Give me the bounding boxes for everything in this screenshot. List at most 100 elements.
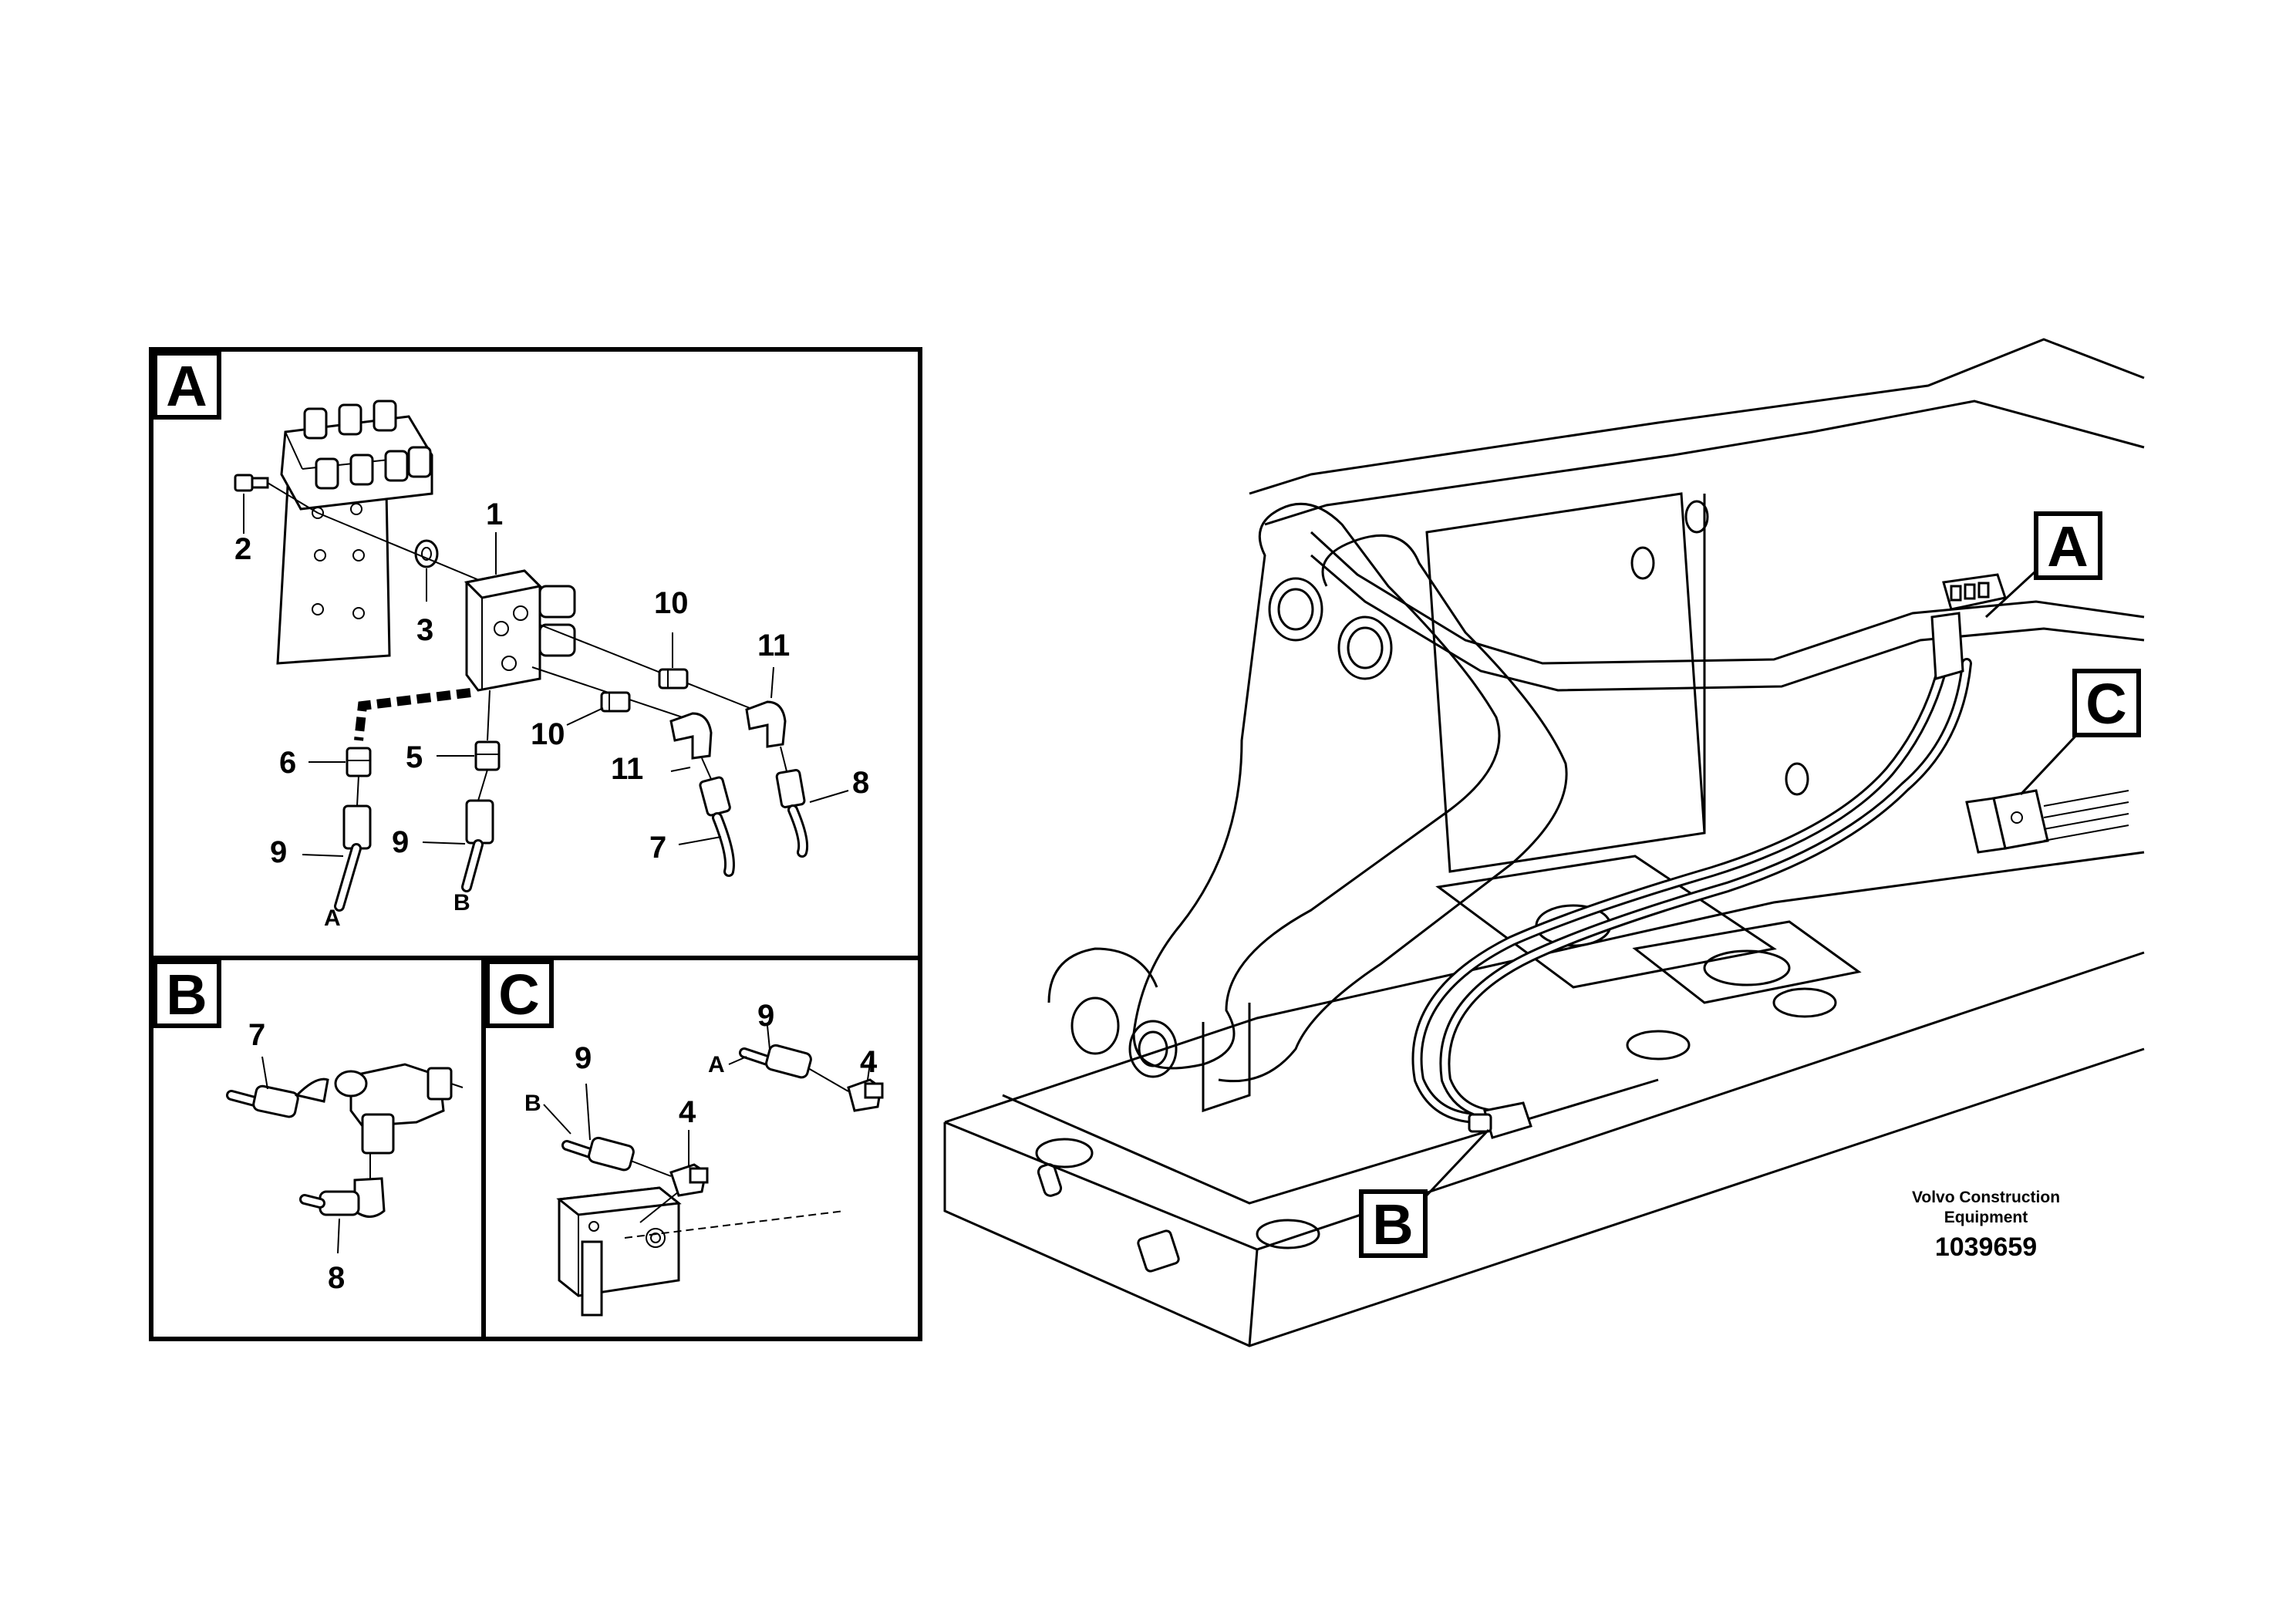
ref-b-leader xyxy=(1421,1128,1490,1201)
panel-a-letter-box xyxy=(153,351,221,420)
hose-end-a-label: A xyxy=(324,905,341,931)
main-frame-view: A C B xyxy=(943,338,2145,1347)
screw-part-2 xyxy=(234,474,269,492)
upper-frame-edge xyxy=(1249,338,2145,495)
ref-b-letter: B xyxy=(1372,1192,1413,1256)
screw-leader xyxy=(267,482,319,514)
hydraulic-hose-route-2 xyxy=(1439,658,1972,1120)
chassis-slot xyxy=(1037,1163,1063,1197)
cylinder-pin-hole xyxy=(1128,1020,1178,1078)
grille-plate xyxy=(2043,790,2129,841)
callout-c4b-leader xyxy=(867,1052,872,1081)
callout-c9a-leader xyxy=(585,1083,591,1141)
assembly-axis xyxy=(317,512,494,587)
chassis-top-edge xyxy=(944,851,2145,1124)
end-b-leader xyxy=(543,1104,571,1135)
end-a-leader xyxy=(728,1056,747,1065)
elbow-part-4-right xyxy=(847,1078,884,1112)
plate-hole xyxy=(352,607,365,619)
cylinder-pin-hole xyxy=(1070,996,1120,1055)
chassis-cover xyxy=(1137,1229,1180,1273)
boom-pin-hole xyxy=(1337,615,1393,680)
chassis-bracket xyxy=(1202,1003,1251,1113)
frame-mounted-coupler xyxy=(1468,1101,1532,1139)
cylinder-bracket xyxy=(1047,947,1158,1003)
callout-10-upper: 10 xyxy=(654,586,689,620)
hose-end-a-label-c: A xyxy=(708,1052,725,1077)
callout-7-leader xyxy=(678,836,722,845)
callout-c4b: 4 xyxy=(860,1045,878,1079)
hose-part-9-a xyxy=(334,775,372,912)
deck-plate-2 xyxy=(1632,920,1862,1004)
hose-part-9-b xyxy=(461,769,494,892)
callout-b8: 8 xyxy=(328,1261,345,1295)
callout-9a-leader xyxy=(302,854,344,857)
hose-part-7-detail xyxy=(226,1077,329,1118)
hose-part-8-detail xyxy=(299,1153,386,1218)
callout-c4a: 4 xyxy=(679,1095,696,1129)
panel-a-letter: A xyxy=(166,354,207,418)
deck-hole xyxy=(1703,949,1791,986)
callout-c9b-leader xyxy=(767,1025,770,1050)
callout-11-upper-leader xyxy=(770,666,774,699)
adapter-part-10-upper xyxy=(658,668,689,690)
quick-coupler-assembly xyxy=(334,1063,464,1155)
caption-company-line1: Volvo Construction xyxy=(1912,1189,2060,1206)
hose-part-9-c-left xyxy=(561,1136,672,1177)
plate-hole xyxy=(312,603,324,615)
elbow-part-11-lower xyxy=(669,712,713,760)
callout-11-lower: 11 xyxy=(611,752,643,786)
ref-c-box xyxy=(2072,669,2141,737)
panel-a: A 2 xyxy=(153,351,869,931)
frame-mounted-block xyxy=(1965,789,2049,854)
valve-block-part-1 xyxy=(464,569,576,692)
panel-c-letter: C xyxy=(498,963,539,1027)
block-to-fitting-5-axis xyxy=(487,690,491,741)
panel-b-letter: B xyxy=(166,963,207,1027)
callout-9b-leader xyxy=(422,841,466,845)
deck-hole xyxy=(1256,1219,1320,1249)
callout-b7-leader xyxy=(261,1056,268,1090)
deck-hole xyxy=(1035,1138,1094,1168)
chassis-side-edge xyxy=(943,1047,2145,1347)
panels-outer-border xyxy=(149,347,922,1341)
callout-9a: 9 xyxy=(270,835,287,869)
upper-frame-edge-inner xyxy=(1264,400,2145,526)
fitting-part-6 xyxy=(346,747,372,777)
hose-end-b-label: B xyxy=(453,890,470,916)
callout-7: 7 xyxy=(649,831,666,865)
frame-mounted-manifold xyxy=(1930,573,2007,680)
panel-c-letter-box xyxy=(485,959,554,1028)
callout-11-lower-leader xyxy=(670,767,691,772)
callout-b8-leader xyxy=(337,1218,340,1254)
hose-part-7 xyxy=(699,757,735,877)
ref-c-leader xyxy=(2019,727,2084,796)
callout-10-lower: 10 xyxy=(531,717,565,751)
fitting-part-5 xyxy=(474,740,501,771)
hose-end-b-label-c: B xyxy=(524,1091,541,1116)
plate-hole xyxy=(352,549,365,561)
boom-pin-hole xyxy=(1268,577,1323,642)
callout-3: 3 xyxy=(416,613,433,647)
upper-frame-lower-edge-2 xyxy=(1310,554,2145,692)
panel-b-letter-box xyxy=(153,959,221,1028)
washer-part-3 xyxy=(414,539,439,568)
hose-part-8 xyxy=(775,746,809,858)
hose-part-9-c-right xyxy=(739,1044,849,1092)
hidden-hose-route xyxy=(354,688,471,741)
adapter-part-10-lower xyxy=(600,691,631,713)
callout-10-lower-leader xyxy=(566,707,604,726)
callout-5: 5 xyxy=(406,740,423,774)
drawing-caption: Volvo Construction Equipment 1039659 xyxy=(1912,1189,2060,1262)
callout-c9b: 9 xyxy=(757,999,774,1033)
callout-2: 2 xyxy=(234,532,251,566)
caption-drawing-number: 1039659 xyxy=(1935,1233,2037,1262)
elbow-part-4-left xyxy=(669,1163,709,1197)
callout-c9a: 9 xyxy=(575,1041,592,1075)
distribution-manifold xyxy=(280,400,433,511)
callout-1: 1 xyxy=(486,497,503,531)
detail-panels xyxy=(149,347,922,1341)
panel-b: B 7 8 xyxy=(153,959,464,1295)
ref-a-letter: A xyxy=(2047,514,2088,578)
ref-c-letter: C xyxy=(2085,672,2126,736)
